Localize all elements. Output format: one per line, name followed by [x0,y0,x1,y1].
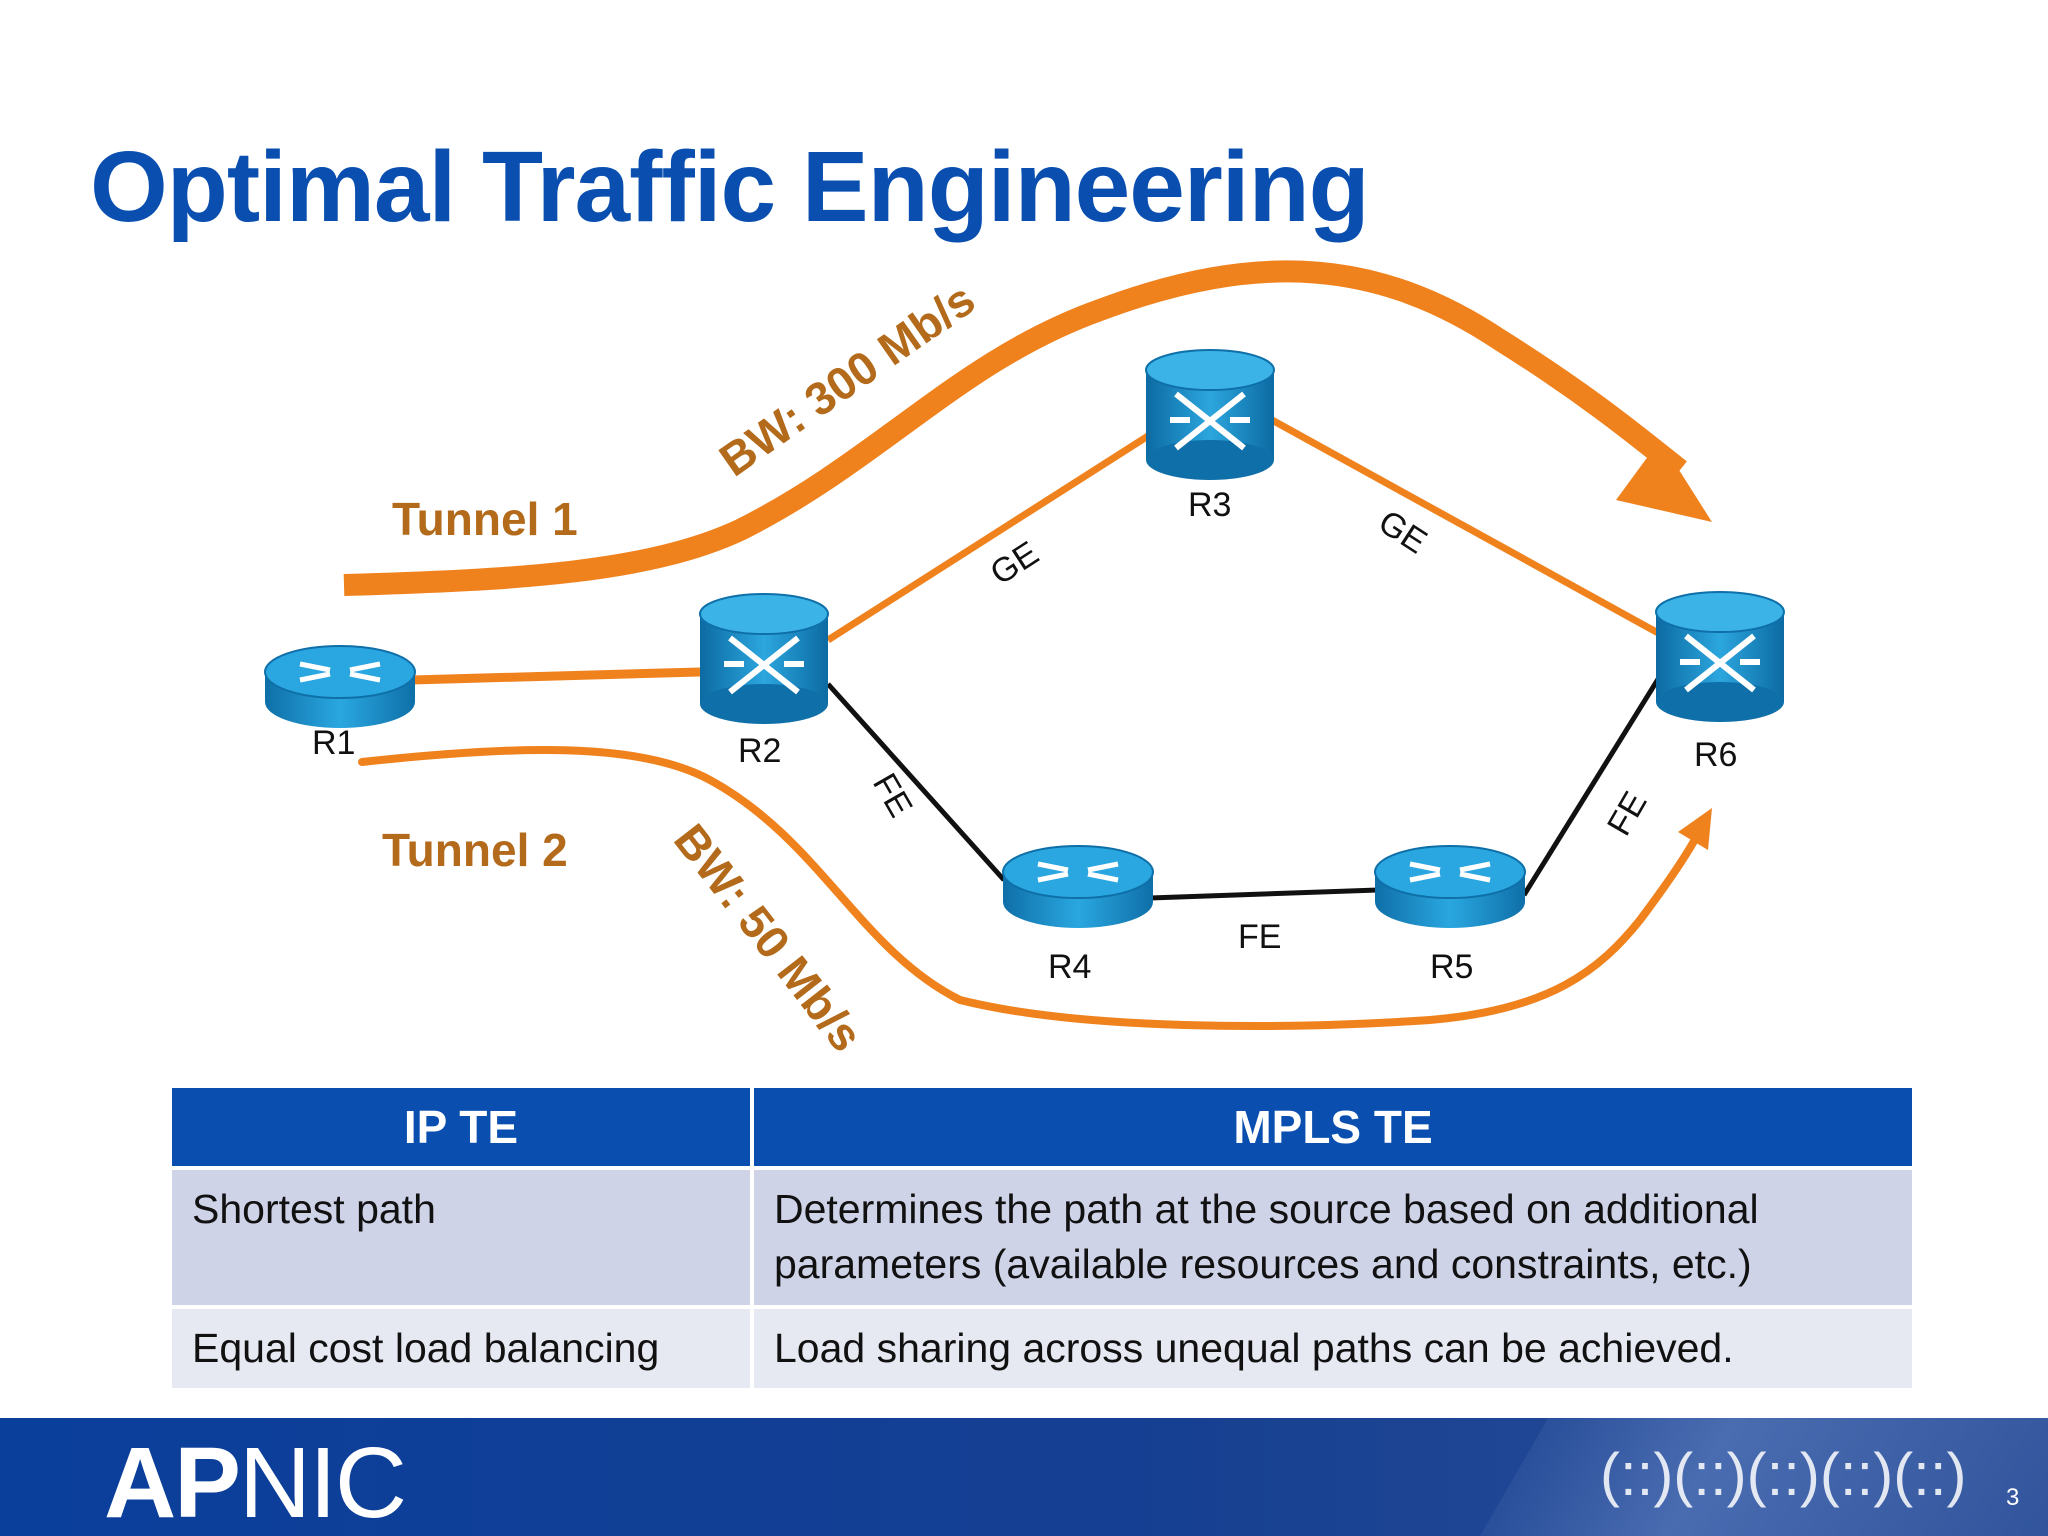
switch-r2[interactable] [699,593,829,724]
switch-x-icon [724,635,804,695]
link-label-r4-r5: FE [1238,918,1281,956]
link-label-r2-r3: GE [984,534,1046,593]
link-r4-r5 [1149,887,1379,901]
switch-x-icon [1170,391,1250,451]
comparison-table: IP TE MPLS TE Shortest path Determines t… [168,1084,1916,1393]
switch-r6[interactable] [1655,591,1785,722]
slide-title: Optimal Traffic Engineering [90,131,1370,243]
column-header-mpls-te: MPLS TE [750,1084,1916,1170]
links [411,416,1663,901]
node-label-r3: R3 [1188,486,1231,524]
logo-bold-text: AP [104,1427,241,1536]
node-label-r5: R5 [1430,948,1473,986]
node-label-r2: R2 [738,732,781,770]
router-arrows-icon [1409,861,1491,883]
link-r5-r6 [1521,674,1663,897]
link-r1-r2 [411,667,701,685]
network-diagram: R1 R2 R3 R4 R5 R6 GE GE FE FE FE Tunnel … [264,260,1785,1061]
tunnel-2-label: Tunnel 2 [382,824,568,876]
link-r2-r4 [826,682,1006,882]
link-r3-r6 [1270,416,1662,638]
table-cell: Determines the path at the source based … [750,1166,1916,1309]
footer-brand-mark: (::)(::)(::)(::)(::) [1600,1441,1967,1508]
column-header-ip-te: IP TE [168,1084,754,1170]
node-label-r4: R4 [1048,948,1091,986]
link-label-r5-r6: FE [1600,785,1655,842]
tunnel-2-bandwidth: BW: 50 Mb/s [664,814,873,1061]
node-label-r6: R6 [1694,736,1737,774]
link-r2-r3 [826,433,1150,643]
router-arrows-icon [1037,861,1119,883]
tunnel-1-arrow [343,260,1712,596]
apnic-logo: APNIC [104,1426,407,1536]
router-r5[interactable] [1374,845,1526,928]
footer-bar: APNIC (::)(::)(::)(::)(::) [0,1418,2048,1536]
router-r1[interactable] [264,645,416,728]
logo-light-text: NIC [238,1427,407,1536]
switch-r3[interactable] [1145,349,1275,480]
link-label-r3-r6: GE [1372,503,1434,562]
tunnel-1-label: Tunnel 1 [392,493,578,545]
footer-decoration [1480,1418,2048,1536]
table-header-row: IP TE MPLS TE [168,1084,1916,1170]
router-r4[interactable] [1002,845,1154,928]
page-number: 3 [2006,1484,2020,1511]
node-label-r1: R1 [312,724,355,762]
table-row: Equal cost load balancing Load sharing a… [168,1304,1916,1393]
switch-x-icon [1680,633,1760,693]
router-arrows-icon [299,661,381,683]
table-row: Shortest path Determines the path at the… [168,1166,1916,1309]
table-cell: Load sharing across unequal paths can be… [750,1304,1916,1393]
tunnel-2-arrow [358,745,1712,1030]
table-cell: Equal cost load balancing [168,1304,754,1393]
table-cell: Shortest path [168,1166,754,1309]
